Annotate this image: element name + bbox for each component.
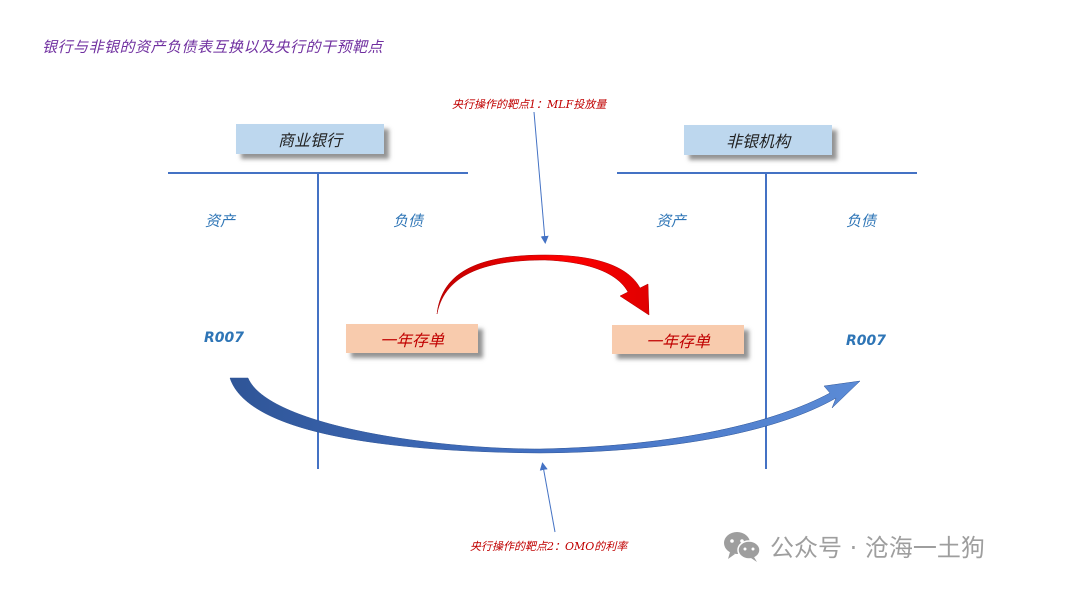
- nonbank-asset-cd: 一年存单: [612, 325, 744, 354]
- target2-pointer: [539, 462, 556, 533]
- bank-liability-cd: 一年存单: [346, 324, 478, 353]
- page-title: 银行与非银的资产负债表互换以及央行的干预靶点: [42, 38, 384, 56]
- nonbank-header: 非银机构: [684, 125, 832, 155]
- target2-note: 央行操作的靶点2：OMO的利率: [470, 540, 628, 553]
- nonbank-t-horizontal: [617, 172, 917, 174]
- nonbank-t-vertical: [765, 173, 767, 469]
- r007-transfer-arrow: [229, 377, 861, 454]
- bank-asset-label: 资产: [205, 212, 236, 230]
- wechat-icon: [724, 531, 761, 562]
- bank-t-vertical: [317, 173, 319, 469]
- bank-asset-r007: R007: [204, 330, 245, 346]
- watermark-text: 公众号 · 沧海一土狗: [770, 534, 985, 562]
- nonbank-liability-label: 负债: [846, 212, 877, 230]
- bank-liability-label: 负债: [393, 212, 424, 230]
- nonbank-liability-r007: R007: [846, 333, 887, 349]
- cd-transfer-arrow: [436, 254, 650, 316]
- target1-note: 央行操作的靶点1：MLF投放量: [452, 98, 607, 111]
- bank-header: 商业银行: [236, 124, 384, 154]
- target1-pointer: [533, 111, 549, 244]
- nonbank-asset-label: 资产: [656, 212, 687, 230]
- watermark: 公众号 · 沧海一土狗: [722, 528, 985, 563]
